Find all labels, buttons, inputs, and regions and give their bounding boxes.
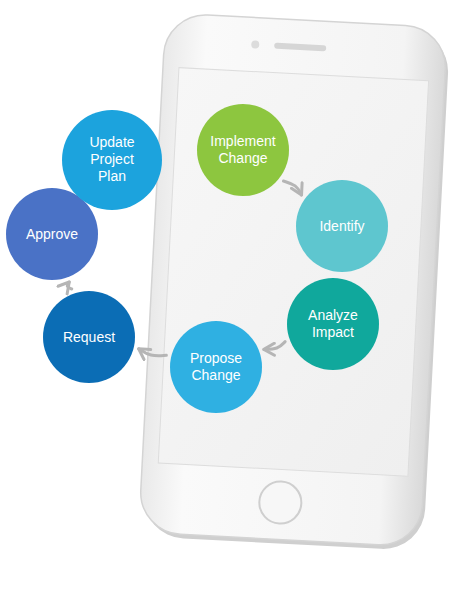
- flow-arrow: [283, 181, 301, 195]
- process-circle: Update Project Plan: [62, 110, 163, 211]
- step-label: Identify: [319, 218, 364, 235]
- flow-arrow: [67, 282, 72, 289]
- process-circle: Implement Change: [197, 104, 289, 196]
- flow-arrow: [264, 342, 285, 350]
- step-label: Update Project Plan: [78, 134, 146, 185]
- phone-screen: [158, 68, 428, 477]
- process-circle: Analyze Impact: [287, 278, 379, 370]
- process-circle: Request: [43, 291, 135, 383]
- step-label: Request: [63, 329, 115, 346]
- step-label: Implement Change: [210, 133, 276, 167]
- step-label: Approve: [26, 226, 78, 243]
- process-circle: Identify: [296, 180, 388, 272]
- home-button: [258, 480, 302, 524]
- phone-body: [139, 13, 448, 547]
- step-label: Propose Change: [183, 350, 249, 384]
- flow-arrow: [139, 349, 167, 356]
- process-circle: Propose Change: [170, 321, 262, 413]
- phone-camera: [251, 40, 259, 48]
- step-label: Analyze Impact: [300, 307, 366, 341]
- phone-speaker: [274, 43, 326, 52]
